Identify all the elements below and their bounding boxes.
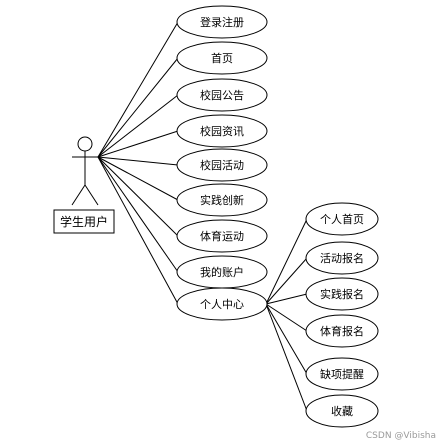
use-case-practice-signup: 实践报名 [305,277,379,311]
assoc-line-account [97,156,179,273]
use-case-news-ellipse [176,114,268,148]
use-case-innovation: 实践创新 [176,183,268,217]
use-case-missing-reminder-ellipse [305,357,379,391]
use-case-activity-signup: 活动报名 [305,241,379,275]
use-case-missing-reminder: 缺项提醒 [305,357,379,391]
use-case-home-ellipse [176,41,268,75]
assoc-line-practice-signup [265,293,308,305]
use-case-notice-label: 校园公告 [200,88,244,102]
use-case-center-ellipse [176,287,268,321]
use-case-center: 个人中心 [176,287,268,321]
use-case-profile-ellipse [305,202,379,236]
assoc-line-notice [97,94,179,158]
use-case-home-label: 首页 [211,51,233,65]
actor-label: 学生用户 [60,214,108,229]
use-case-profile-label: 个人首页 [320,212,364,226]
use-case-register: 登录注册 [176,5,268,39]
use-case-practice-signup-ellipse [305,277,379,311]
actor-head [77,136,93,152]
assoc-line-register [97,21,179,158]
use-case-sports-signup: 体育报名 [305,314,379,348]
use-case-notice-ellipse [176,78,268,112]
use-case-favorites-label: 收藏 [331,404,353,418]
assoc-line-missing-reminder [265,303,308,375]
use-case-sports-signup-label: 体育报名 [320,324,364,338]
assoc-line-profile [265,218,308,305]
use-case-practice-signup-label: 实践报名 [320,287,364,301]
actor-label-box [53,209,115,234]
use-case-activity-label: 校园活动 [200,158,244,172]
use-case-register-label: 登录注册 [200,15,244,29]
assoc-line-home [97,57,179,158]
use-case-account-label: 我的账户 [200,265,244,279]
use-case-account: 我的账户 [176,255,268,289]
assoc-line-activity [97,156,179,166]
use-case-register-ellipse [176,5,268,39]
use-case-sports: 体育运动 [176,219,268,253]
assoc-line-favorites [265,303,308,412]
use-case-notice: 校园公告 [176,78,268,112]
use-case-activity-signup-label: 活动报名 [320,251,364,265]
assoc-line-center [97,156,179,305]
use-case-sports-ellipse [176,219,268,253]
use-case-activity-ellipse [176,148,268,182]
use-case-news-label: 校园资讯 [200,124,244,138]
use-case-news: 校园资讯 [176,114,268,148]
use-case-sports-signup-ellipse [305,314,379,348]
use-case-missing-reminder-label: 缺项提醒 [320,367,364,381]
use-case-center-label: 个人中心 [200,298,244,311]
assoc-line-activity-signup [265,257,308,305]
use-case-activity: 校园活动 [176,148,268,182]
assoc-line-sports [97,156,179,237]
assoc-line-sports-signup [265,303,308,332]
use-case-favorites: 收藏 [305,394,379,428]
assoc-line-news [97,130,179,158]
use-case-activity-signup-ellipse [305,241,379,275]
use-case-profile: 个人首页 [305,202,379,236]
student-actor [71,136,99,206]
actor-left-leg [71,184,86,206]
actor-right-leg [84,184,99,206]
use-case-sports-label: 体育运动 [200,229,244,243]
assoc-line-innovation [97,156,179,201]
watermark: CSDN @Vibisha [366,431,436,441]
association-lines [97,21,308,412]
use-case-home: 首页 [176,41,268,75]
use-case-innovation-ellipse [176,183,268,217]
use-case-favorites-ellipse [305,394,379,428]
use-case-innovation-label: 实践创新 [200,193,244,207]
